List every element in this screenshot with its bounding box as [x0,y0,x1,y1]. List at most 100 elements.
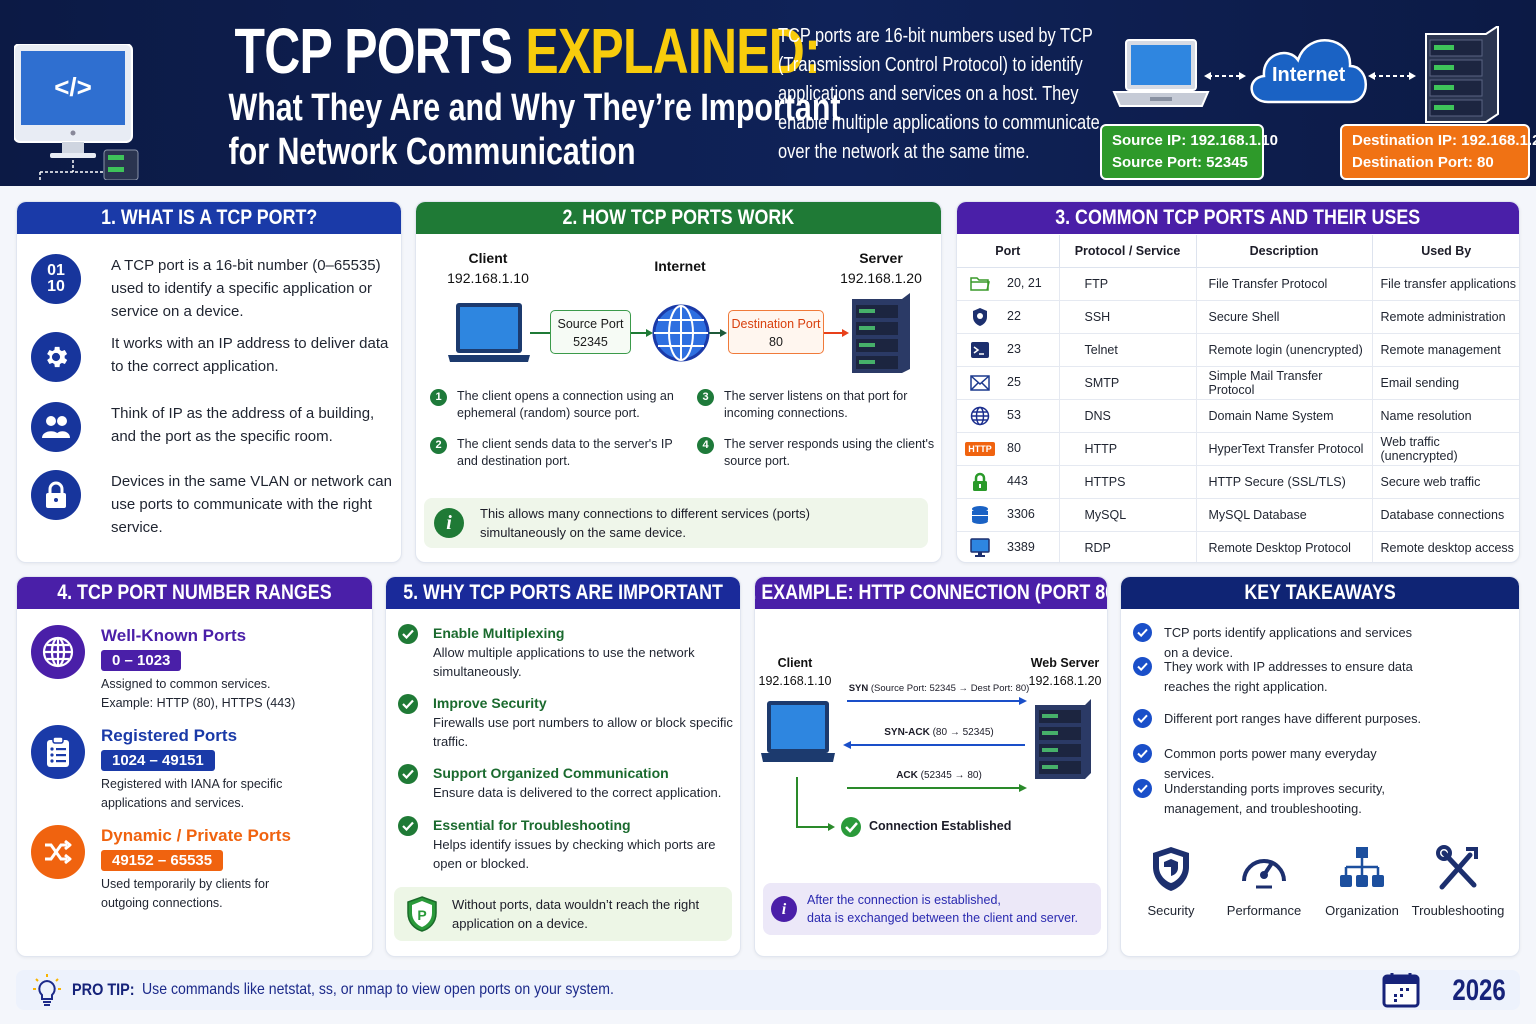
port-number: 3389 [1007,540,1035,555]
takeaway-item: Understanding ports improves security, m… [1133,779,1424,819]
description-cell: HTTP Secure (SSL/TLS) [1196,465,1373,499]
lock-icon [31,470,81,520]
folder-icon [969,273,991,295]
section-title: 1. WHAT IS A TCP PORT? [100,206,318,229]
importance-desc: Ensure data is delivered to the correct … [433,785,722,800]
message-label: SYN (Source Port: 52345 → Dest Port: 80) [848,683,1030,694]
step-number: 1 [430,389,447,406]
server-ip: 192.168.1.20 [1028,674,1102,688]
internet-label: Internet [654,258,706,274]
users-icon [31,402,81,452]
section-what-is-tcp-port: 1. WHAT IS A TCP PORT? 01 10 A TCP port … [16,201,402,563]
lightbulb-icon [33,974,61,1006]
column-header-service: Protocol / Service [1059,235,1197,268]
importance-desc: Allow multiple applications to use the n… [433,645,695,679]
takeaway-text: They work with IP addresses to ensure da… [1164,659,1413,694]
importance-desc: Firewalls use port numbers to allow or b… [433,715,733,749]
port-number: 443 [1007,473,1028,488]
message-label: ACK (52345 → 80) [896,770,982,781]
gear-icon [31,332,81,382]
check-circle-icon [1133,657,1152,676]
service-cell: Telnet [1059,333,1197,367]
hierarchy-icon [1340,847,1384,887]
takeaway-text: Different port ranges have different pur… [1164,711,1422,726]
range-badge: 0 – 1023 [101,650,182,671]
description-cell: Remote Desktop Protocol [1196,531,1373,562]
takeaway-item: Different port ranges have different pur… [1133,709,1424,729]
destination-info-box: Destination IP: 192.168.1.20 Destination… [1340,124,1536,180]
header-diagram-graphics [1112,24,1499,123]
column-header-description: Description [1196,235,1373,268]
step-text: The server listens on that port for inco… [724,389,908,420]
used-by-cell: Web traffic (unencrypted) [1372,432,1519,466]
port-cell: 443 [957,465,1060,499]
service-cell: SMTP [1059,366,1197,400]
client-ip: 192.168.1.10 [447,270,529,286]
svg-text:P: P [417,907,426,923]
info-icon: i [434,508,464,538]
laptop-icon [448,303,530,362]
range-title: Registered Ports [101,726,238,745]
range-desc: outgoing connections. [101,896,223,910]
message-label: SYN-ACK (80 → 52345) [884,727,994,738]
range-desc: Example: HTTP (80), HTTPS (443) [101,696,296,710]
arrow-head [1019,697,1027,705]
calendar-icon [1382,973,1420,1008]
description-cell: File Transfer Protocol [1196,267,1373,301]
check-circle-icon [398,764,418,784]
takeaway-icon-label: Troubleshooting [1411,903,1505,918]
info-text: A TCP port is a 16-bit number (0–65535) … [111,257,381,320]
database-icon [969,504,991,526]
section-header: 6. EXAMPLE: HTTP CONNECTION (PORT 80) [755,577,1107,609]
globe-icon [969,405,991,427]
monitor-icon [969,537,991,559]
takeaway-icon-label: Organization [1325,903,1399,918]
note-text: After the connection is established,data… [807,893,1079,925]
client-ip: 192.168.1.10 [758,674,832,688]
terminal-icon [969,339,991,361]
section-header: 3. COMMON TCP PORTS AND THEIR USES [957,202,1519,234]
step-number: 3 [697,389,714,406]
check-circle-icon [398,694,418,714]
importance-title: Enable Multiplexing [433,625,565,641]
takeaway-item: Common ports power many everyday service… [1133,744,1424,784]
cloud-icon [1250,39,1367,104]
info-item: Think of IP as the address of a building… [31,402,401,452]
takeaway-icon-label: Performance [1226,903,1302,918]
info-note: i This allows many connections to differ… [424,498,928,548]
range-desc: Registered with IANA for specific [101,777,283,791]
section-header: KEY TAKEAWAYS [1121,577,1519,609]
used-by-cell: Remote administration [1372,300,1519,334]
globe-icon [652,304,710,362]
takeaway-item: TCP ports identify applications and serv… [1133,623,1424,663]
title-part1: TCP PORTS [234,15,526,87]
description-cell: Domain Name System [1196,399,1373,433]
note-text: This allows many connections to differen… [480,506,810,540]
source-port-box: Source Port 52345 [550,310,631,354]
check-circle-icon [841,817,861,837]
laptop-icon [761,701,835,762]
flow-arrow [796,777,831,828]
range-item-dynamic: Dynamic / Private Ports 49152 – 65535 Us… [31,825,291,913]
importance-desc: Helps identify issues by checking which … [433,837,716,871]
source-info-box: Source IP: 192.168.1.10 Source Port: 523… [1100,124,1278,180]
range-item-well-known: Well-Known Ports 0 – 1023 Assigned to co… [31,625,295,713]
destination-port-label: Destination Port [731,317,821,331]
connection-established-label: Connection Established [869,819,1012,833]
service-cell: SSH [1059,300,1197,334]
port-number: 22 [1007,308,1021,323]
section-port-ranges: 4. TCP PORT NUMBER RANGES Well-Known Por… [16,576,373,957]
section-why-important: 5. WHY TCP PORTS ARE IMPORTANT Enable Mu… [385,576,741,957]
check-circle-icon [398,624,418,644]
